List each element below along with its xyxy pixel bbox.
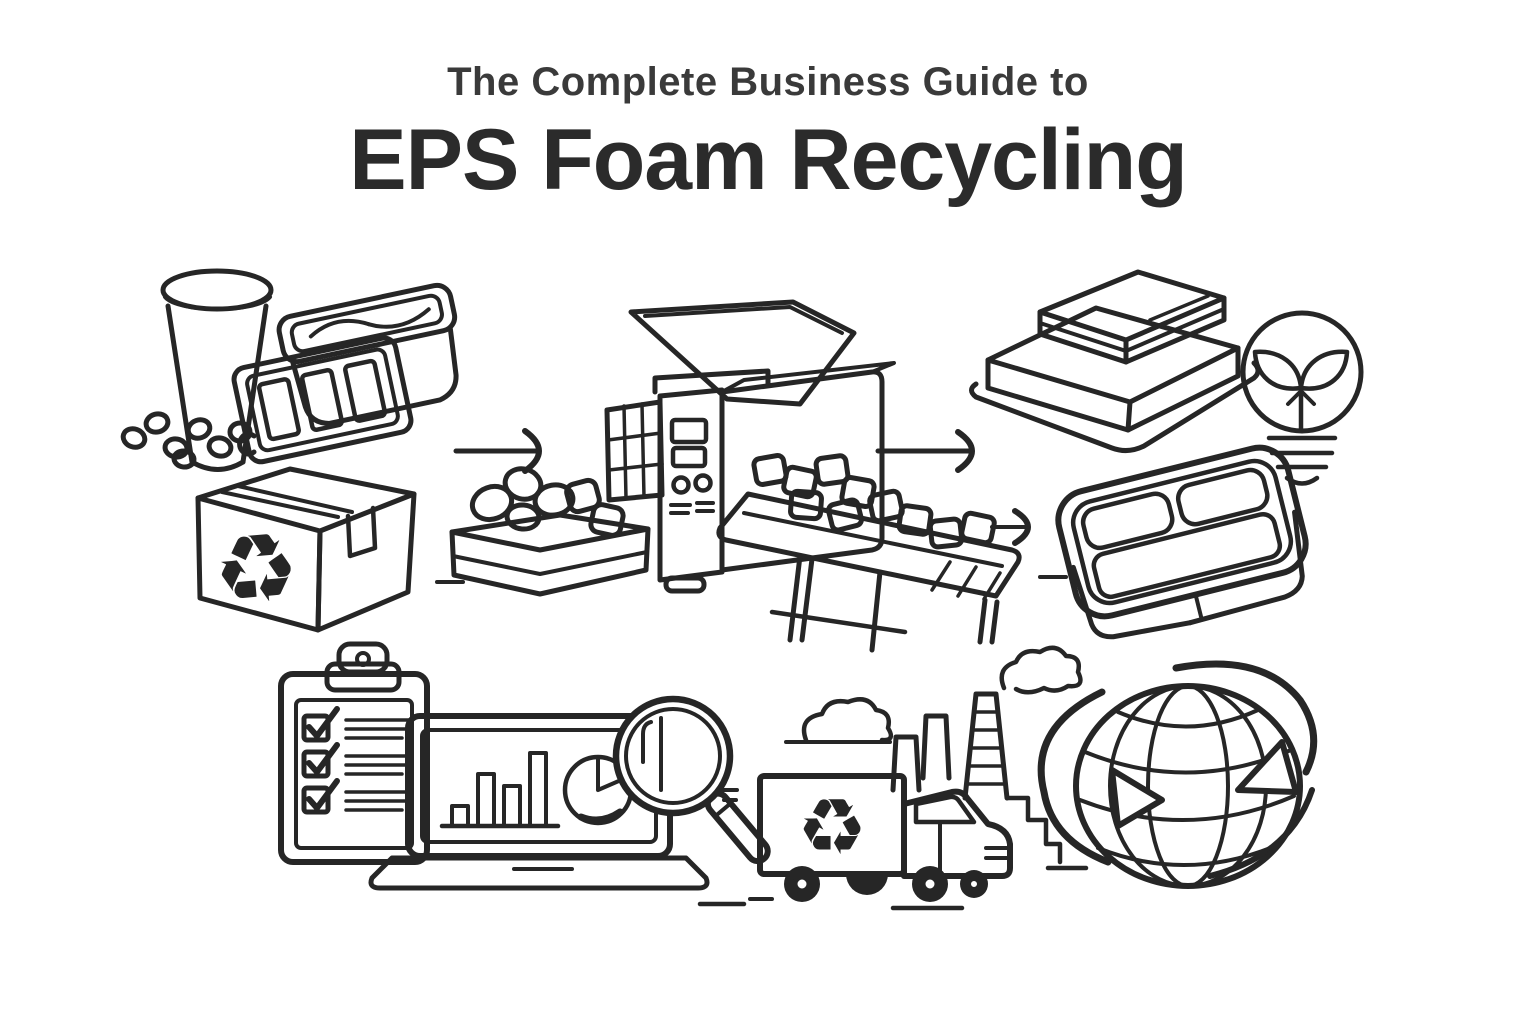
recycle-symbol: ♻	[209, 511, 303, 628]
bar-chart	[439, 751, 561, 829]
checklist-row	[301, 778, 414, 815]
packaging-insert-icon	[231, 335, 414, 465]
magnifier-icon	[612, 695, 771, 865]
checklist-row	[301, 706, 414, 743]
title-block: The Complete Business Guide to EPS Foam …	[0, 0, 1536, 210]
title-kicker: The Complete Business Guide to	[447, 60, 1089, 104]
checklist-clipboard-icon	[278, 641, 430, 865]
densified-blocks-icon	[969, 269, 1261, 454]
hopper	[628, 299, 857, 407]
shredder-machine-icon	[604, 299, 896, 594]
factory-icon	[784, 645, 1083, 865]
checklist-row	[301, 742, 414, 779]
foam-scrap-tray-icon	[449, 466, 651, 597]
recycling-box-icon: ♻	[195, 466, 417, 633]
control-tower	[657, 387, 725, 583]
foam-chunks	[751, 453, 997, 550]
flow-arrow-1	[453, 428, 542, 474]
globe-recycle-icon	[1037, 660, 1318, 889]
page-title: EPS Foam Recycling	[349, 112, 1188, 208]
food-tray-icon	[1055, 444, 1309, 640]
globe-arrowhead	[1235, 739, 1299, 795]
globe-arrowhead	[1109, 767, 1165, 829]
flow-arrow-2	[875, 429, 975, 473]
side-window	[604, 399, 665, 503]
flow-arrow-3	[990, 508, 1031, 546]
motion-dashes	[435, 575, 1068, 901]
recycle-symbol: ♻	[797, 783, 867, 873]
eco-bulb-icon	[1240, 310, 1364, 486]
recycling-truck-icon: ♻	[697, 773, 1013, 911]
foam-beads-icon	[120, 411, 257, 470]
conveyor-icon	[716, 453, 1022, 653]
